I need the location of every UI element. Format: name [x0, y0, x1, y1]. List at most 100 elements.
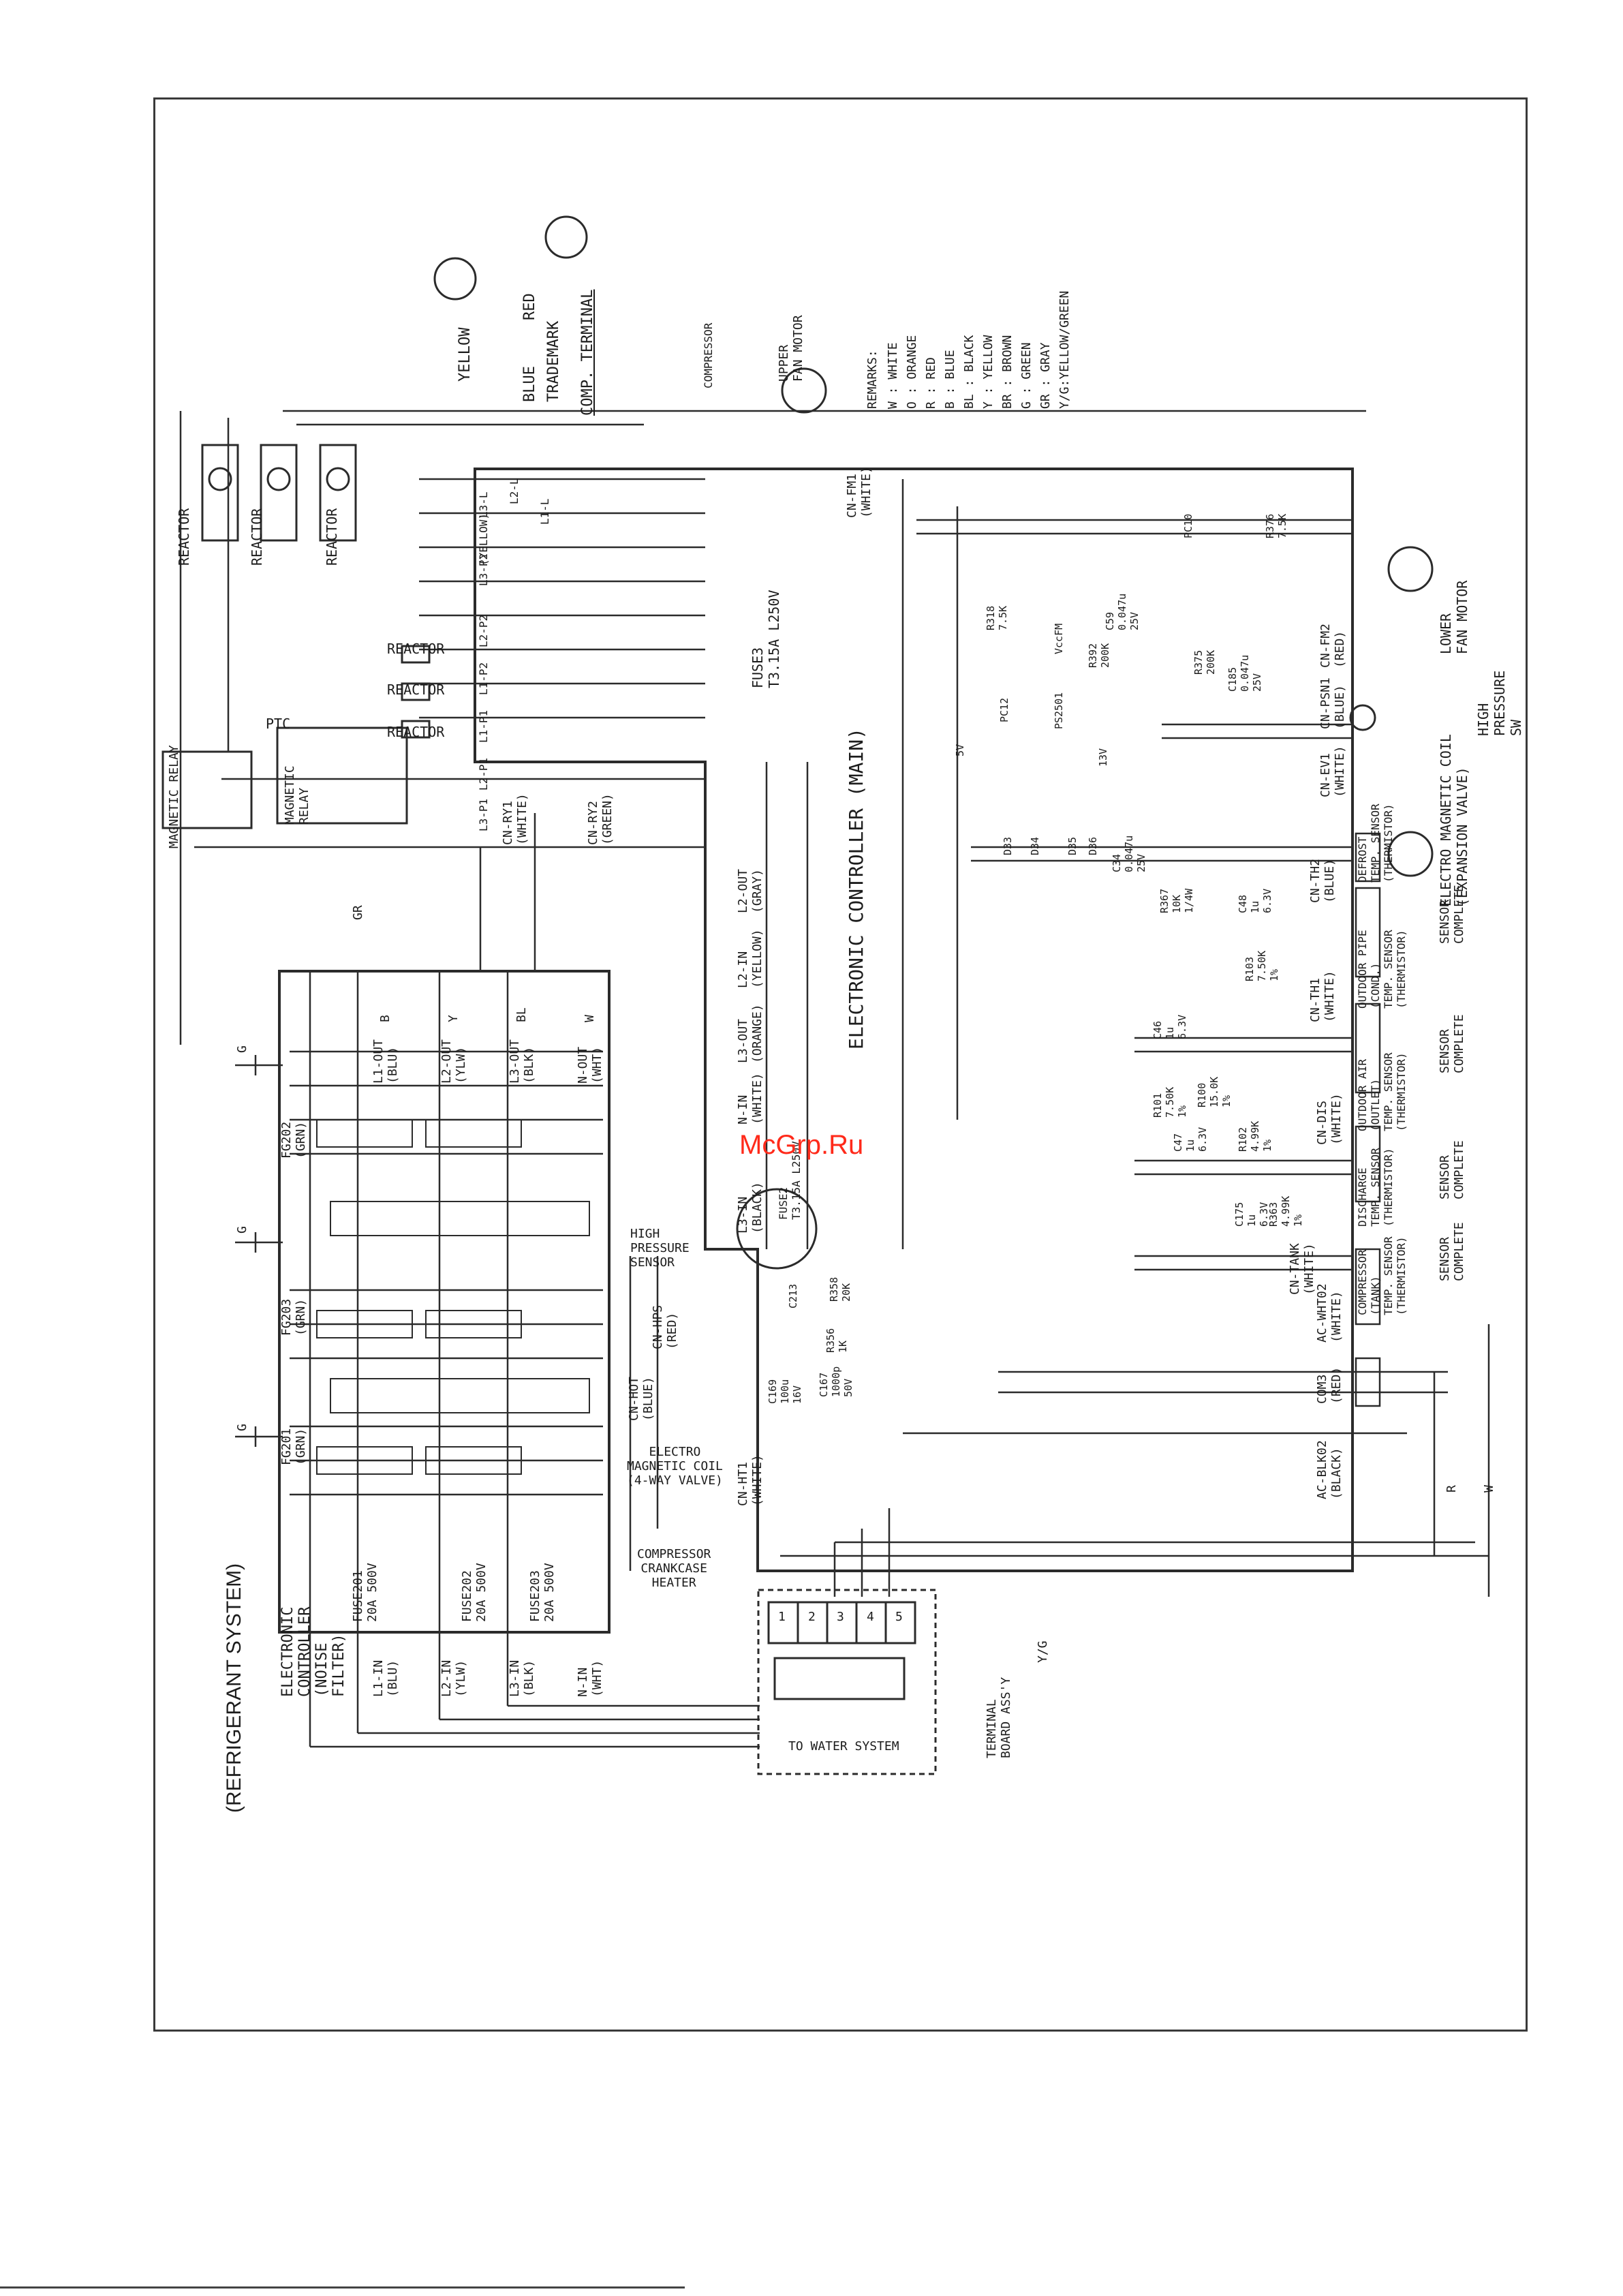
comp-r103: R103 7.50K 1% [1243, 950, 1280, 981]
reactor-label: REACTOR [324, 508, 340, 566]
wire-letter: G [235, 1424, 249, 1431]
main-l3in: L3-IN (BLACK) [736, 1182, 764, 1234]
terminal-num: 5 [895, 1610, 903, 1624]
comp-r100: R100 15.0K 1% [1196, 1076, 1233, 1107]
remarks-item: R : RED [924, 357, 938, 409]
sensor-complete: SENSOR COMPLETE [1438, 1014, 1466, 1073]
upper-fan-motor-label: UPPER FAN MOTOR [777, 315, 805, 382]
comp-r376: R376 7.5K [1264, 513, 1288, 538]
terminal-block [767, 1601, 916, 1644]
comp-terminal-label: COMP. TERMINAL [579, 289, 596, 416]
cn-ry2: CN-RY2 (GREEN) [586, 793, 615, 845]
main-l2in: L2-IN (YELLOW) [736, 929, 764, 988]
wire-label: L1-P2 [477, 662, 490, 695]
sensor-outdoor-air: OUTDOOR AIR (OUTLET) TEMP. SENSOR (THERM… [1356, 1052, 1408, 1131]
wire-letter: BL [514, 1007, 529, 1022]
reactors [201, 444, 431, 739]
wire-letter: Y [446, 1015, 461, 1022]
wire-label: L2-P2 [477, 614, 490, 647]
magnetic-relay-b-label: MAGNETIC RELAY [283, 765, 311, 825]
comp-c59: C59 0.047u 25V [1104, 593, 1141, 630]
comp-d36: D36 [1087, 836, 1099, 855]
cn-ht1: CN-HT1 (WHITE) [736, 1454, 764, 1506]
comp-d34: D34 [1029, 836, 1041, 855]
cn-hps: CN-HPS (RED) [651, 1304, 679, 1349]
comp-pc12: PC12 [998, 697, 1010, 722]
sensor-complete: SENSOR COMPLETE [1438, 885, 1466, 944]
magnetic-relay-a [161, 750, 253, 829]
noise-filter-title: ELECTRONIC CONTROLLER (NOISE FILTER) [279, 1606, 347, 1697]
main-controller-board [474, 468, 1354, 1572]
wire-letter: G [235, 1226, 249, 1234]
wire-letter: B [378, 1015, 392, 1022]
nf-fg203: FG203 (GRN) [279, 1298, 308, 1336]
comp-c213: C213 [787, 1283, 799, 1308]
wire-letter: R [1444, 1485, 1459, 1493]
comp-5v: 5V [954, 744, 966, 756]
fuse3-label: FUSE3 T3.15A L250V [749, 590, 782, 689]
sensor-compressor-tank: COMPRESSOR (TANK) TEMP. SENSOR (THERMIST… [1356, 1236, 1408, 1315]
comp-r318: R318 7.5K [985, 605, 1009, 630]
reactor-label: REACTOR [387, 724, 445, 740]
sensor-defrost: DEFROST TEMP. SENSOR (THERMISTOR) [1356, 803, 1395, 883]
reactor-label: REACTOR [249, 508, 265, 566]
nf-fg202: FG202 (GRN) [279, 1121, 308, 1159]
ac-wht02: AC-WHT02 (WHITE) [1315, 1283, 1344, 1343]
nf-fuse202: FUSE202 20A 500V [460, 1563, 489, 1622]
footer-rule [0, 2286, 685, 2289]
remarks-heading: REMARKS: [865, 350, 880, 409]
ptc-label: PTC [266, 716, 291, 732]
terminal-board [757, 1589, 937, 1775]
terminal-num: 4 [867, 1610, 874, 1624]
nf-l3out: L3-OUT (BLK) [508, 1039, 536, 1084]
expansion-valve-label: ELECTRO MAGNETIC COIL (EXPANSION VALVE) [1438, 734, 1470, 906]
comp-pc10: PC10 [1182, 513, 1194, 538]
comp-trademark: TRADEMARK [545, 320, 562, 402]
wire-letter: GR [351, 905, 365, 920]
cn-dis: CN-DIS (WHITE) [1315, 1093, 1344, 1145]
terminal-dividers [797, 1602, 887, 1643]
nf-l3in: L3-IN (BLK) [508, 1659, 536, 1697]
crankcase-label: COMPRESSOR CRANKCASE HEATER [637, 1547, 711, 1590]
terminal-num: 3 [837, 1610, 844, 1624]
water-system-box [773, 1657, 906, 1700]
water-system-label: TO WATER SYSTEM [788, 1739, 899, 1754]
page-title: (REFRIGERANT SYSTEM) [223, 1563, 245, 1813]
comp-r101: R101 7.50K 1% [1151, 1086, 1188, 1118]
nf-l2in: L2-IN (YLW) [439, 1659, 468, 1697]
wiring-lines [194, 410, 1489, 1748]
comp-red: RED [521, 293, 538, 320]
hps-sw-label: HIGH PRESSURE SW [1475, 670, 1524, 736]
noise-filter-internals [316, 1119, 590, 1475]
wire-letter: W [1482, 1485, 1496, 1493]
magnetic-relay-b [276, 726, 408, 825]
remarks-item: Y/G:YELLOW/GREEN [1057, 290, 1072, 409]
sensor-outdoor-pipe: OUTDOOR PIPE (COND.) TEMP. SENSOR (THERM… [1356, 930, 1408, 1009]
nf-fg201: FG201 (GRN) [279, 1428, 308, 1465]
comp-ps2501: PS2501 [1053, 692, 1065, 729]
wire-letter: G [235, 1045, 249, 1053]
diagram-frame [153, 97, 1528, 2032]
cn-th2: CN-TH2 (BLUE) [1308, 858, 1337, 903]
cn-fm2: CN-FM2 (RED) [1318, 623, 1347, 668]
magnetic-relay-label: MAGNETIC RELAY [167, 745, 181, 848]
remarks-item: W : WHITE [886, 342, 900, 409]
nf-l1in: L1-IN (BLU) [371, 1659, 400, 1697]
compressor-label: COMPRESSOR [702, 322, 715, 388]
comp-c185: C185 0.047u 25V [1226, 654, 1263, 692]
main-l3out: L3-OUT (ORANGE) [736, 1004, 764, 1063]
sensor-complete: SENSOR COMPLETE [1438, 1222, 1466, 1281]
lower-fan-motor-label: LOWER FAN MOTOR [1438, 580, 1470, 654]
terminal-board-label: TERMINAL BOARD ASS'Y [985, 1677, 1013, 1758]
comp-r356: R356 1K [824, 1328, 849, 1353]
nf-l2out: L2-OUT (YLW) [439, 1039, 468, 1084]
comp-c48: C48 1u 6.3V [1237, 888, 1273, 913]
terminal-num: 1 [778, 1610, 786, 1624]
cn-th1: CN-TH1 (WHITE) [1308, 970, 1337, 1022]
watermark: McGrp.Ru [739, 1130, 864, 1160]
ground-yg-label: Y/G [1036, 1640, 1050, 1663]
reactor-label: REACTOR [176, 508, 192, 566]
nf-fuse201: FUSE201 20A 500V [351, 1563, 380, 1622]
cn-ev1: CN-EV1 (WHITE) [1318, 746, 1347, 797]
comp-r363: R363 4.99K 1% [1267, 1195, 1304, 1227]
